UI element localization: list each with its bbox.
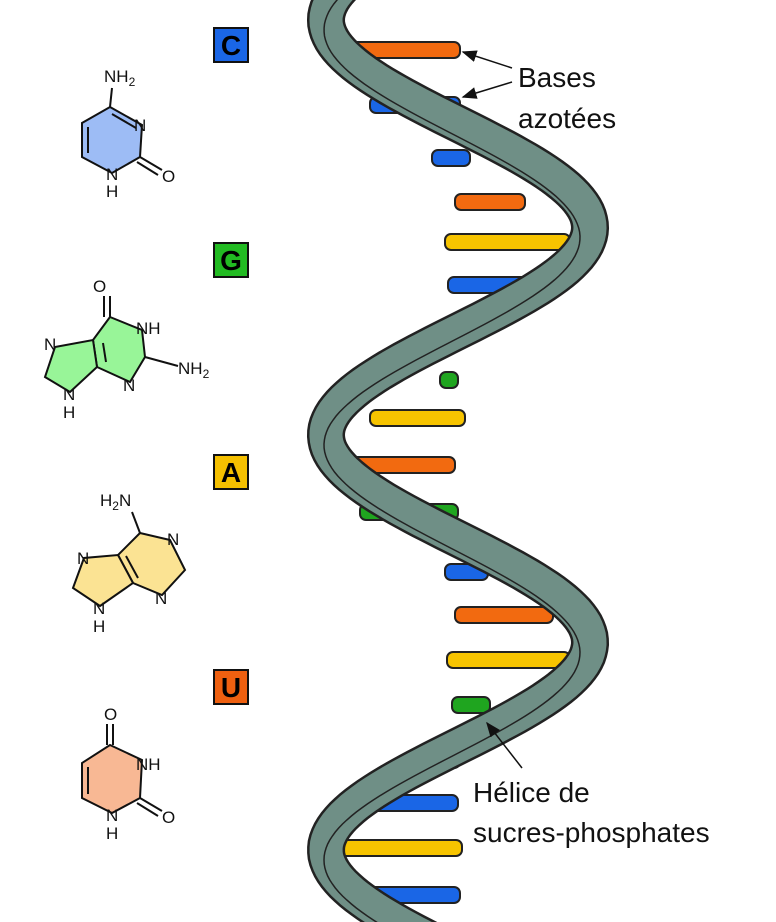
backbone-strand-edge (323, 0, 581, 922)
svg-text:NH: NH (136, 755, 161, 774)
svg-text:N: N (44, 335, 56, 354)
svg-text:N: N (63, 385, 75, 404)
svg-text:NH2: NH2 (104, 67, 136, 89)
svg-text:O: O (104, 705, 117, 724)
svg-text:O: O (162, 808, 175, 827)
letter-box-c: C (213, 27, 249, 63)
svg-text:Bases: Bases (518, 62, 596, 93)
svg-text:N: N (106, 165, 118, 184)
orange-base (454, 193, 526, 211)
svg-text:C: C (221, 30, 241, 61)
svg-text:N: N (93, 599, 105, 618)
svg-text:N: N (155, 589, 167, 608)
guanine-structure: O NH NH2 N N N H (43, 277, 210, 422)
svg-text:NH: NH (136, 319, 161, 338)
green-base (439, 371, 459, 389)
svg-text:N: N (77, 549, 89, 568)
svg-text:O: O (162, 167, 175, 186)
cytosine-structure: NH2 N N H O (81, 67, 175, 201)
svg-text:Hélice de: Hélice de (473, 777, 590, 808)
orange-base (454, 606, 554, 624)
svg-text:N: N (134, 116, 146, 135)
svg-text:N: N (167, 530, 179, 549)
yellow-base (446, 651, 571, 669)
svg-text:O: O (93, 277, 106, 296)
svg-text:H: H (63, 403, 75, 422)
svg-text:sucres-phosphates: sucres-phosphates (473, 817, 710, 848)
letter-box-a: A (213, 454, 249, 490)
sugar-phosphate-backbone (306, 0, 610, 922)
green-base (451, 696, 491, 714)
blue-base (431, 149, 471, 167)
svg-text:N: N (123, 376, 135, 395)
svg-text:H: H (106, 182, 118, 201)
uracil-structure: O NH O N H (81, 705, 175, 843)
adenine-structure: H2N N N N N H (71, 491, 187, 636)
letter-box-u: U (213, 669, 249, 705)
svg-text:H: H (106, 824, 118, 843)
yellow-base (369, 409, 466, 427)
backbone-annotation: Hélice de sucres-phosphates (473, 721, 710, 848)
svg-text:NH2: NH2 (178, 359, 210, 381)
cytosine-ring (81, 105, 144, 175)
bases-annotation: Bases azotées (461, 50, 616, 134)
letter-box-g: G (213, 242, 249, 278)
yellow-base (337, 839, 463, 857)
svg-text:H2N: H2N (100, 491, 131, 513)
svg-text:G: G (220, 245, 242, 276)
yellow-base (444, 233, 571, 251)
svg-text:H: H (93, 617, 105, 636)
svg-text:azotées: azotées (518, 103, 616, 134)
svg-text:A: A (221, 457, 241, 488)
svg-text:U: U (221, 672, 241, 703)
svg-text:N: N (106, 806, 118, 825)
backbone-ribbon (309, 0, 607, 922)
